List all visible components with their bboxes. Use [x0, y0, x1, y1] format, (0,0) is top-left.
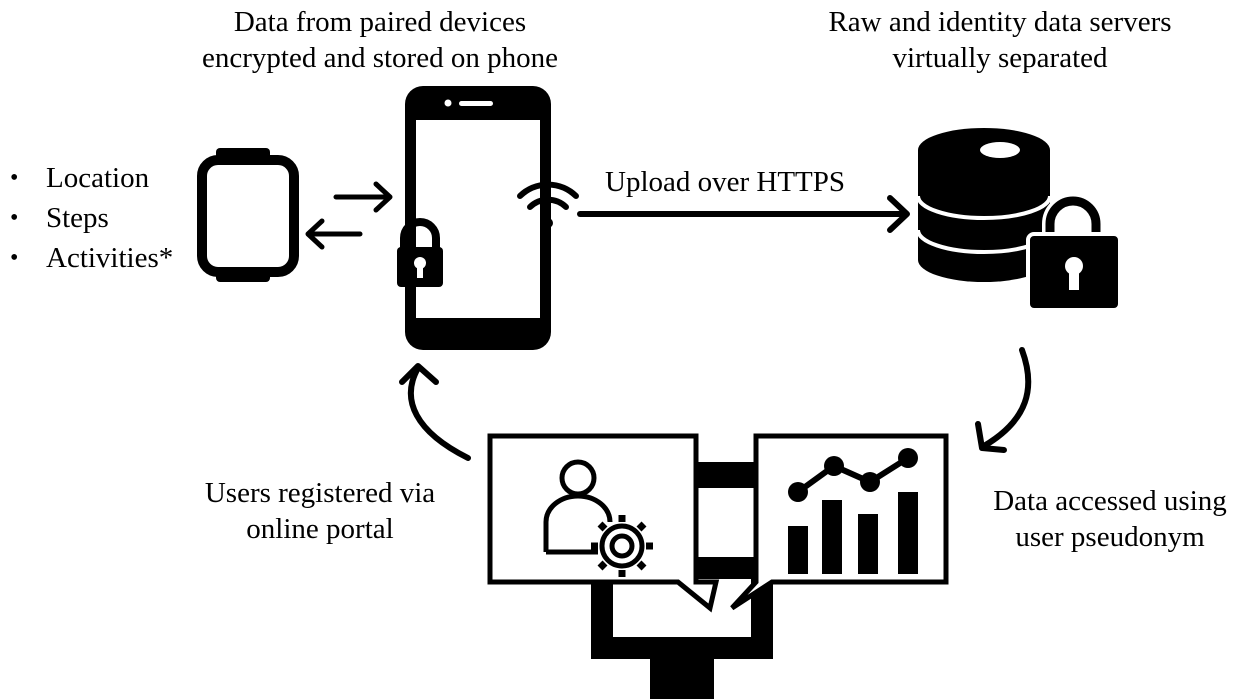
- server-lock-icon: [1026, 193, 1122, 312]
- user-settings-icon: [543, 459, 653, 577]
- smartwatch-icon: [197, 148, 299, 282]
- sync-arrows-icon: [305, 181, 393, 250]
- users-registered-label-line-1: Users registered via: [204, 477, 436, 509]
- data-accessed-label-line-2: user pseudonym: [1015, 521, 1205, 553]
- data-types-list: Location Steps Activities*: [8, 158, 173, 278]
- phone-storage-label: Data from paired devices encrypted and s…: [170, 4, 590, 76]
- arrow-to-phone: [333, 181, 393, 213]
- upload-arrow: [577, 195, 910, 233]
- smartphone-icon: [405, 86, 551, 350]
- gear-icon: [591, 515, 653, 577]
- list-item: Steps: [8, 198, 173, 238]
- server-label-line-1: Raw and identity data servers: [828, 6, 1172, 38]
- server-label: Raw and identity data servers virtually …: [800, 4, 1200, 76]
- registration-arrow: [399, 363, 471, 461]
- arrow-to-watch: [305, 218, 363, 250]
- phone-storage-label-line-1: Data from paired devices: [233, 6, 527, 38]
- server-label-line-2: virtually separated: [892, 42, 1108, 74]
- user-admin-panel: [487, 433, 720, 613]
- list-item: Activities*: [8, 238, 173, 278]
- database-server-icon: [916, 128, 1052, 282]
- data-accessed-label: Data accessed using user pseudonym: [965, 483, 1255, 555]
- lock-icon: [397, 218, 443, 287]
- data-accessed-label-line-1: Data accessed using: [993, 485, 1227, 517]
- wifi-icon: [517, 181, 579, 228]
- phone-storage-label-line-2: encrypted and stored on phone: [202, 42, 558, 74]
- analytics-panel: [730, 433, 949, 611]
- chart-icon: [788, 448, 918, 574]
- data-access-arrow: [975, 347, 1032, 453]
- list-item: Location: [8, 158, 173, 198]
- users-registered-label: Users registered via online portal: [180, 475, 460, 547]
- users-registered-label-line-2: online portal: [246, 513, 394, 545]
- upload-label: Upload over HTTPS: [605, 166, 846, 198]
